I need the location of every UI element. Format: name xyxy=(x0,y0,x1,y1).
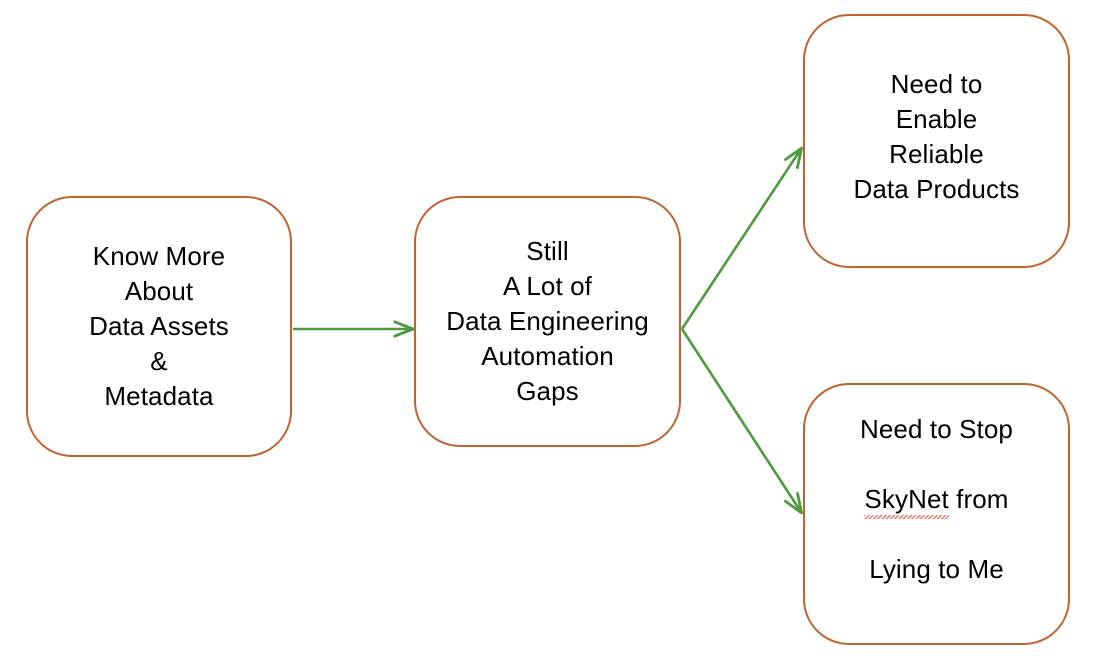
node-skynet-line-3: Lying to Me xyxy=(869,554,1004,584)
node-data-products-label: Need to Enable Reliable Data Products xyxy=(853,69,1020,204)
arrow-gaps-to-data-products xyxy=(680,149,801,330)
node-know-more-about-data-assets-metadata[interactable]: Know More About Data Assets & Metadata xyxy=(26,196,292,457)
node-skynet-line-2-rest: from xyxy=(948,484,1009,514)
node-skynet-line-1: Need to Stop xyxy=(860,414,1013,444)
node-know-more-label: Know More About Data Assets & Metadata xyxy=(89,241,229,411)
node-gaps-label: Still A Lot of Data Engineering Automati… xyxy=(446,236,649,406)
node-skynet-label: Need to Stop SkyNet from Lying to Me xyxy=(854,385,1019,587)
arrow-gaps-to-skynet xyxy=(680,328,801,512)
node-data-engineering-automation-gaps[interactable]: Still A Lot of Data Engineering Automati… xyxy=(414,196,681,447)
node-need-to-enable-reliable-data-products[interactable]: Need to Enable Reliable Data Products xyxy=(803,14,1070,268)
node-need-to-stop-skynet-from-lying-to-me[interactable]: Need to Stop SkyNet from Lying to Me xyxy=(803,383,1070,645)
node-skynet-misspelled-word: SkyNet xyxy=(864,482,950,519)
